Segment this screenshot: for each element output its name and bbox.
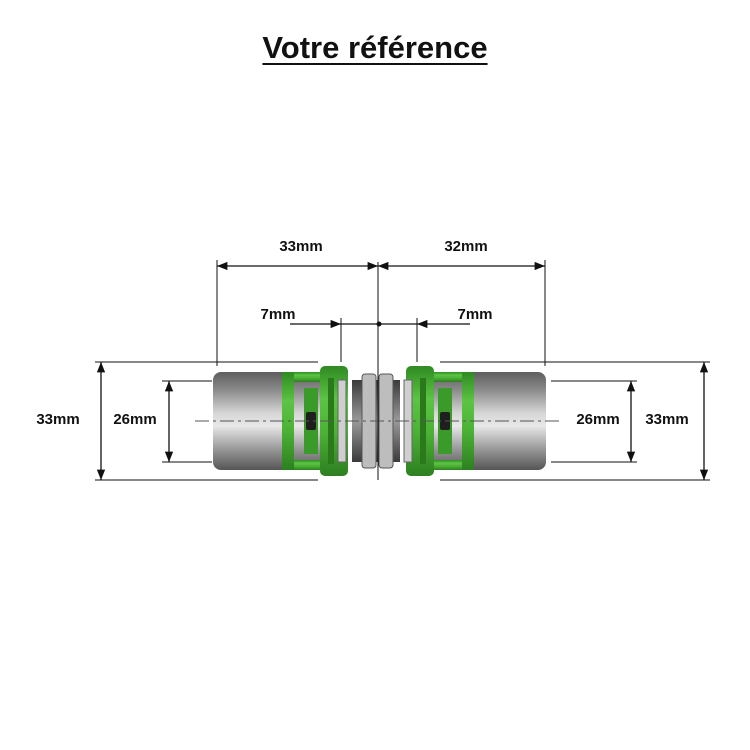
- page-title: Votre référence: [262, 30, 488, 65]
- label-left-insert: 7mm: [260, 306, 295, 323]
- label-right-inner-diameter: 26mm: [576, 411, 619, 428]
- extension-lines: [95, 260, 710, 481]
- label-right-outer-diameter: 33mm: [645, 411, 688, 428]
- label-right-length: 32mm: [444, 238, 487, 255]
- dimension-lines: [96, 261, 709, 480]
- label-right-insert: 7mm: [457, 306, 492, 323]
- label-left-outer-diameter: 33mm: [36, 411, 79, 428]
- label-left-length: 33mm: [279, 238, 322, 255]
- insert-center-dot: [376, 321, 382, 327]
- label-left-inner-diameter: 26mm: [113, 411, 156, 428]
